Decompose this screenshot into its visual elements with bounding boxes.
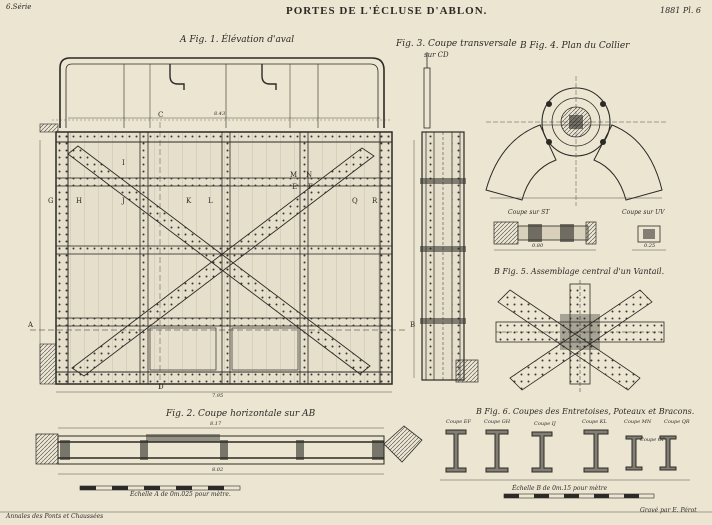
letter-k: K [186,197,192,205]
dim-section-width: 8.17 [210,421,222,427]
fig4-collar-plan [485,76,666,206]
letter-f: F [308,183,313,191]
letter-m: M [290,171,298,179]
section-kl-label: Coupe KL [582,419,607,425]
section-ij-label: Coupe IJ [534,421,556,427]
plate-number: 1881 Pl. 6 [660,6,702,15]
fig6-profiles [440,429,690,499]
plate-title: PORTES DE L'ÉCLUSE D'ABLON. [286,5,488,17]
section-mn-label: Coupe MN [624,419,652,425]
letter-h: H [76,197,83,205]
dim-section-inner: 8.02 [212,467,224,473]
letter-l: L [208,197,213,205]
section-uv-label: Coupe sur UV [622,209,665,216]
letter-n: N [306,171,313,179]
section-uv [632,225,666,251]
section-gh-label: Coupe GH [484,419,511,425]
footer-publisher: Annales des Ponts et Chaussées [6,513,104,520]
dim-bottom-width: 7.95 [212,393,224,399]
letter-d: D [158,383,164,391]
scale-b-label: Échelle B de 0m.15 pour mètre [512,485,608,492]
fig2-horizontal-section [35,425,423,491]
section-op-label: Coupe OP [640,437,666,443]
letter-b: B [410,321,416,329]
letter-j: J [122,197,125,205]
fig1-caption: A Fig. 1. Élévation d'aval [180,35,295,45]
letter-q: Q [352,197,358,205]
dim-st: 0.80 [532,243,544,249]
fig2-caption: Fig. 2. Coupe horizontale sur AB [166,409,316,419]
dim-overall-width: 8.43 [214,111,226,117]
footer-engraver: Gravé par E. Pérot [640,507,697,514]
letter-a: A [28,321,34,329]
letter-i: I [122,159,125,167]
section-ef-label: Coupe EF [446,419,471,425]
fig6-caption: B Fig. 6. Coupes des Entretoises, Poteau… [476,407,695,416]
section-st [493,221,597,251]
letter-r: R [372,197,378,205]
dim-uv: 0.25 [644,243,656,249]
fig5-caption: B Fig. 5. Assemblage central d'un Vantai… [494,267,665,276]
fig5-central-assembly [495,280,665,392]
fig1-elevation [30,57,408,393]
letter-g: G [48,197,54,205]
fig3-section [413,52,479,383]
series-label: 6.Série [6,3,32,11]
section-qr-label: Coupe QR [664,419,690,425]
fig3-caption: Fig. 3. Coupe transversale [396,39,517,49]
fig4-caption: B Fig. 4. Plan du Collier [520,41,630,51]
scale-a-label: Échelle A de 0m.025 pour mètre. [130,491,231,498]
letter-c: C [158,111,164,119]
section-st-label: Coupe sur ST [508,209,550,216]
letter-e: E [292,183,298,191]
fig3-sub: sur CD [424,51,449,59]
